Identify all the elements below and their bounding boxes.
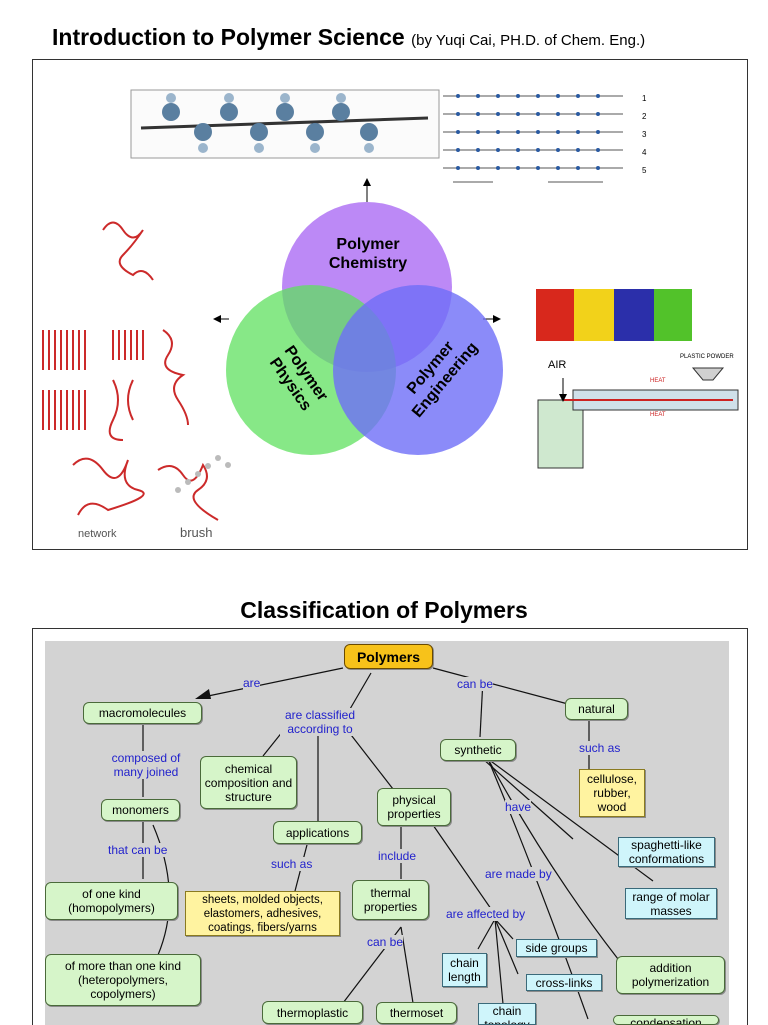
yellow-pellets bbox=[574, 289, 614, 341]
chain-topology-node: chain topology bbox=[478, 1003, 536, 1025]
link-such-as-applications: such as bbox=[271, 857, 313, 871]
macromolecules-node: macromolecules bbox=[83, 702, 202, 724]
chain-row-1: 1 bbox=[642, 94, 647, 103]
chain-length-node: chain length bbox=[442, 953, 487, 987]
addition-polymerization-node: addition polymerization bbox=[616, 956, 725, 994]
link-can-be: can be bbox=[457, 677, 494, 691]
network-label: network bbox=[78, 528, 117, 540]
chain-row-3: 3 bbox=[642, 130, 647, 139]
molecule-atoms bbox=[162, 93, 378, 153]
green-pellets bbox=[654, 289, 692, 341]
cellulose-node: cellulose, rubber, wood bbox=[579, 769, 645, 817]
page-title: Introduction to Polymer Science (by Yuqi… bbox=[52, 24, 645, 51]
natural-node: natural bbox=[565, 698, 628, 720]
link-made-by: are made by bbox=[485, 867, 552, 881]
chain-row-5: 5 bbox=[642, 166, 647, 175]
applications-node: applications bbox=[273, 821, 362, 844]
classification-title: Classification of Polymers bbox=[240, 597, 528, 623]
cross-links-node: cross-links bbox=[526, 974, 602, 991]
morphology-sketches bbox=[42, 221, 219, 521]
air-label: AIR bbox=[548, 359, 567, 371]
link-classified: are classified according to bbox=[280, 708, 360, 736]
synthetic-node: synthetic bbox=[440, 739, 516, 761]
brush-label: brush bbox=[180, 525, 213, 540]
classification-frame: Polymers macromolecules monomers of one … bbox=[32, 628, 748, 1025]
thermal-properties-node: thermal properties bbox=[352, 880, 429, 920]
physical-properties-node: physical properties bbox=[377, 788, 451, 826]
venn-engineering-circle bbox=[333, 285, 503, 455]
chain-row-numbers: 1 2 3 4 5 bbox=[642, 90, 662, 180]
intro-frame: Polymer Chemistry Polymer Physics Polyme… bbox=[32, 59, 748, 550]
one-kind-node: of one kind (homopolymers) bbox=[45, 882, 178, 920]
chain-row-4: 4 bbox=[642, 148, 647, 157]
chemical-composition-node: chemical composition and structure bbox=[200, 756, 297, 809]
more-kinds-node: of more than one kind (heteropolymers, c… bbox=[45, 954, 201, 1006]
molar-masses-node: range of molar masses bbox=[625, 888, 717, 919]
link-have: have bbox=[505, 800, 532, 814]
title-text: Introduction to Polymer Science bbox=[52, 24, 405, 50]
monomers-node: monomers bbox=[101, 799, 180, 821]
link-composed: composed of many joined bbox=[103, 751, 189, 779]
intro-diagram bbox=[42, 89, 739, 521]
chain-sequences bbox=[443, 95, 623, 183]
chain-beads bbox=[456, 94, 600, 170]
blue-pellets bbox=[614, 289, 654, 341]
sheets-node: sheets, molded objects, elastomers, adhe… bbox=[185, 891, 340, 936]
subtitle-text: (by Yuqi Cai, PH.D. of Chem. Eng.) bbox=[411, 32, 646, 49]
link-that-can-be: that can be bbox=[108, 843, 168, 857]
side-groups-node: side groups bbox=[516, 939, 597, 957]
spaghetti-node: spaghetti-like conformations bbox=[618, 837, 715, 867]
link-such-as-natural: such as bbox=[579, 741, 621, 755]
heat-label-bottom: HEAT bbox=[650, 412, 666, 418]
red-pellets bbox=[536, 289, 574, 341]
thermoplastic-node: thermoplastic bbox=[262, 1001, 363, 1024]
link-include: include bbox=[378, 849, 417, 863]
polymers-node: Polymers bbox=[344, 644, 433, 669]
venn-chemistry-label: Polymer Chemistry bbox=[328, 236, 408, 272]
powder-label: PLASTIC POWDER bbox=[680, 354, 734, 360]
link-are: are bbox=[243, 676, 261, 690]
heat-label-top: HEAT bbox=[650, 378, 666, 384]
brush-beads bbox=[175, 455, 231, 493]
link-can-be-thermal: can be bbox=[367, 935, 404, 949]
chain-row-2: 2 bbox=[642, 112, 647, 121]
link-affected: are affected by bbox=[446, 907, 526, 921]
thermoset-node: thermoset bbox=[376, 1002, 457, 1024]
extruder-mold bbox=[537, 399, 584, 469]
